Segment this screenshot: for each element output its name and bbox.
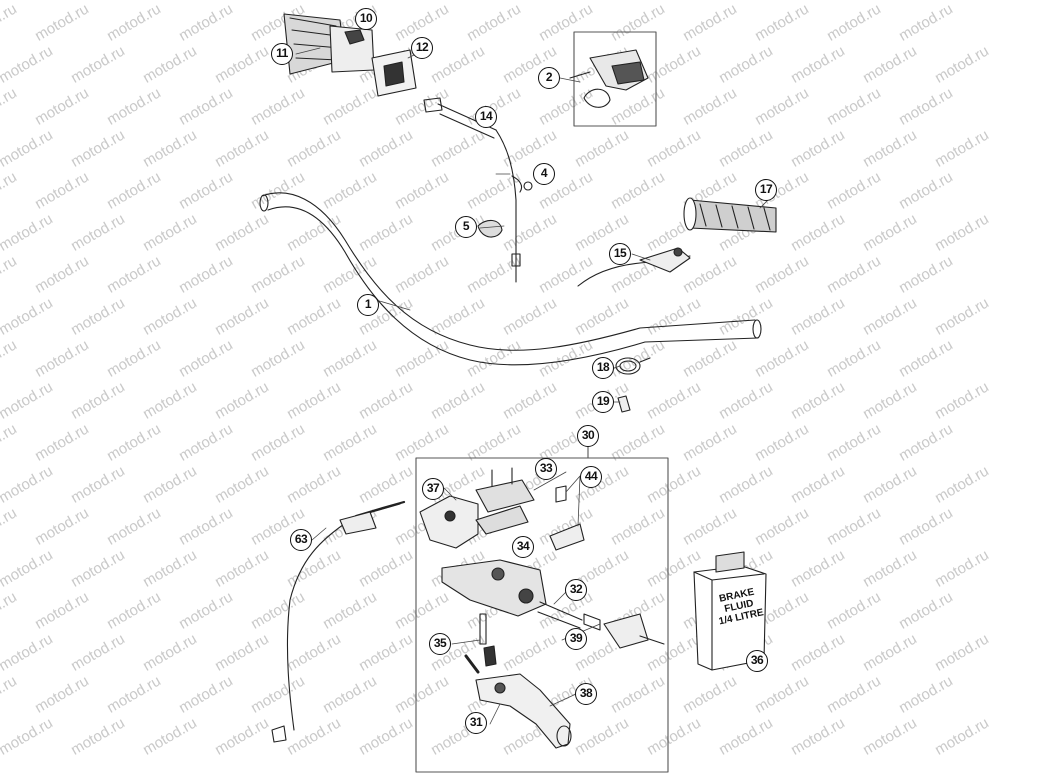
callout-38: 38 (575, 683, 597, 705)
callout-11: 11 (271, 43, 293, 65)
callout-30: 30 (577, 425, 599, 447)
clamp-assembly (569, 31, 657, 127)
callout-12: 12 (411, 37, 433, 59)
callout-63: 63 (290, 529, 312, 551)
brake-line (271, 500, 406, 743)
callout-14: 14 (475, 106, 497, 128)
callout-32: 32 (565, 579, 587, 601)
callout-5: 5 (455, 216, 477, 238)
callout-35: 35 (429, 633, 451, 655)
brake-fluid-bottle (693, 551, 767, 671)
callout-19: 19 (592, 391, 614, 413)
callout-1: 1 (357, 294, 379, 316)
callout-31: 31 (465, 712, 487, 734)
callout-33: 33 (535, 458, 557, 480)
callout-44: 44 (580, 466, 602, 488)
callout-17: 17 (755, 179, 777, 201)
callout-10: 10 (355, 8, 377, 30)
hot-start-lever (577, 247, 691, 287)
callout-15: 15 (609, 243, 631, 265)
handlebar (259, 192, 762, 366)
left-grip (683, 197, 777, 233)
callout-39: 39 (565, 628, 587, 650)
callout-36: 36 (746, 650, 768, 672)
callout-37: 37 (422, 478, 444, 500)
callout-2: 2 (538, 67, 560, 89)
callout-18: 18 (592, 357, 614, 379)
hose-clamp (615, 357, 651, 413)
brake-assembly (415, 443, 669, 773)
callout-34: 34 (512, 536, 534, 558)
callout-4: 4 (533, 163, 555, 185)
throttle-grip-assembly (283, 13, 497, 139)
throttle-cable (477, 129, 533, 283)
